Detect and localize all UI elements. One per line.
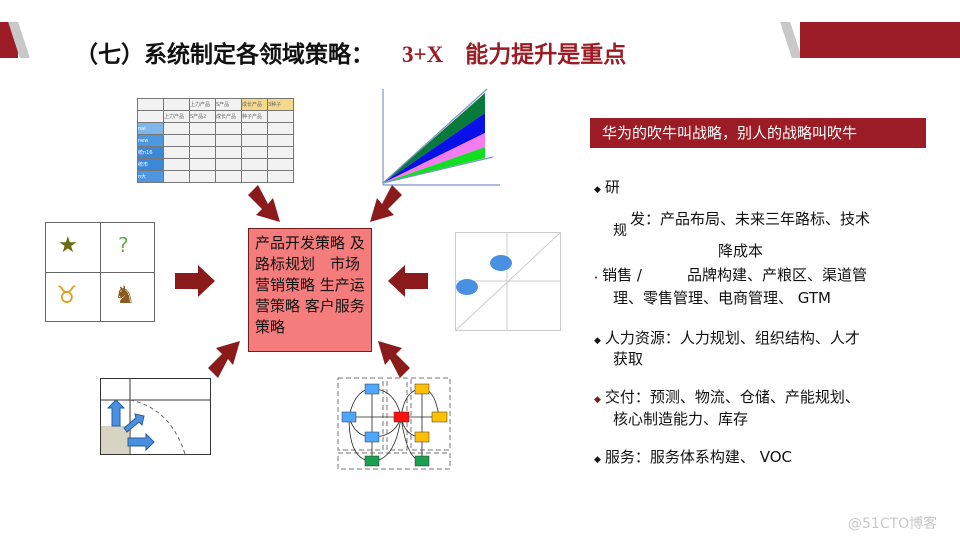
arrow-icon (388, 265, 428, 297)
banner-quote: 华为的吹牛叫战略，别人的战略叫吹牛 (590, 118, 926, 148)
bullet-rd-prefix: 规 (613, 223, 627, 239)
arrow-icon (378, 341, 410, 378)
dog-icon: ♞ (114, 281, 136, 309)
bullet-rd-line2: 发：产品布局、未来三年路标、技术 (630, 210, 871, 228)
bullet-service: ◆服务：服务体系构建、 VOC (594, 448, 792, 466)
arrow-icon (208, 341, 240, 378)
diamond-bullet-icon: ◆ (594, 185, 601, 195)
strategy-center-box: 产品开发策略 及路标规划 市场营销策略 生产运营策略 客户服务策略 (248, 228, 372, 352)
portfolio-matrix-image: ★ ? ♉ ♞ (45, 222, 155, 322)
arrow-icon (248, 185, 280, 222)
diamond-bullet-icon: ◆ (594, 336, 601, 346)
slide-title: （七）系统制定各领域策略： 3+X 能力提升是重点 (75, 40, 695, 70)
arrow-icon (370, 185, 402, 222)
bullet-rd-line3: 降成本 (718, 242, 764, 260)
watermark: @51CTO博客 (848, 516, 938, 532)
diamond-bullet-icon: ◆ (594, 455, 601, 465)
question-icon: ? (118, 233, 129, 257)
cow-icon: ♉ (56, 281, 78, 309)
decor-stripe-right (780, 22, 802, 58)
star-icon: ★ (58, 233, 78, 258)
decor-band-right (800, 22, 960, 58)
expansion-diagram-image (100, 378, 211, 455)
bullet-delivery-line2: 核心制造能力、库存 (613, 410, 749, 428)
dot-bullet-icon: • (594, 274, 599, 282)
position-grid-image (455, 232, 561, 332)
bullet-sales-line2: 理、零售管理、电商管理、 GTM (613, 289, 831, 307)
bullet-sales: •销售 / 品牌构建、产粮区、渠道管 (594, 266, 867, 284)
bullet-hr-line2: 获取 (613, 350, 644, 368)
diamond-bullet-icon: ◆ (594, 395, 601, 405)
title-highlight: 能力提升是重点 (465, 42, 627, 68)
bullet-hr: ◆人力资源：人力规划、组织结构、人才 (594, 329, 860, 347)
arrow-icon (175, 265, 215, 297)
title-3x: 3+X (402, 42, 444, 67)
growth-chart-image (382, 88, 500, 186)
process-network-image (337, 377, 451, 470)
bullet-rd: ◆研 (594, 178, 620, 196)
title-main: （七）系统制定各领域策略： (75, 42, 374, 68)
bullet-delivery: ◆交付：预测、物流、仓储、产能规划、 (594, 388, 860, 406)
